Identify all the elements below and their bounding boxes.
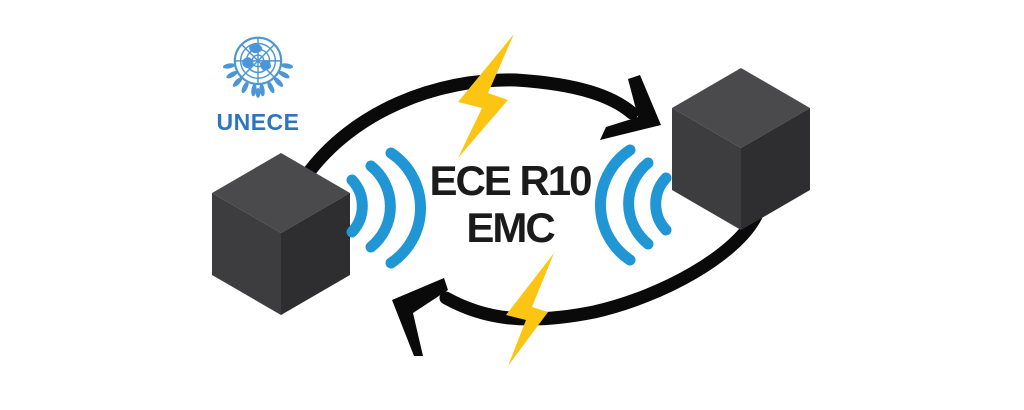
title-line-2: EMC [466, 204, 555, 251]
lightning-bolt-icon-top [458, 34, 514, 158]
un-emblem-icon [222, 36, 294, 98]
cycle-arrow-icon-bottom-head [392, 278, 448, 356]
un-laurel-wreath [222, 63, 294, 98]
radio-waves-icon-right [594, 144, 672, 266]
wave-arc [346, 174, 368, 238]
wave-arc [365, 160, 396, 253]
unece-wordmark: UNECE [216, 109, 300, 135]
diagram-title: ECE R10 EMC [398, 157, 622, 251]
left-device-cube [212, 153, 350, 315]
bottom-cycle-arrow [392, 209, 763, 356]
cycle-arrow-icon-bottom-arc [439, 209, 763, 326]
cube-right-face [281, 193, 350, 315]
cube-left-face [212, 193, 281, 315]
wave-arc [385, 147, 427, 269]
unece-logo: UNECE [216, 34, 300, 136]
lightning-bolt-icon-bottom [506, 253, 554, 366]
cube-right-face [741, 108, 810, 230]
title-line-1: ECE R10 [429, 157, 592, 204]
un-globe-landmass [242, 43, 271, 71]
cycle-arrow-icon-top-head [600, 75, 661, 140]
cube-left-face [672, 108, 741, 230]
cycle-arrow-icon-top-arc [299, 73, 639, 183]
wave-arc [594, 144, 636, 266]
top-cycle-arrow [299, 73, 661, 183]
radio-waves-icon-left [346, 147, 427, 269]
right-device-cube [672, 68, 810, 230]
wave-arc [650, 172, 672, 236]
wave-arc [623, 157, 654, 250]
